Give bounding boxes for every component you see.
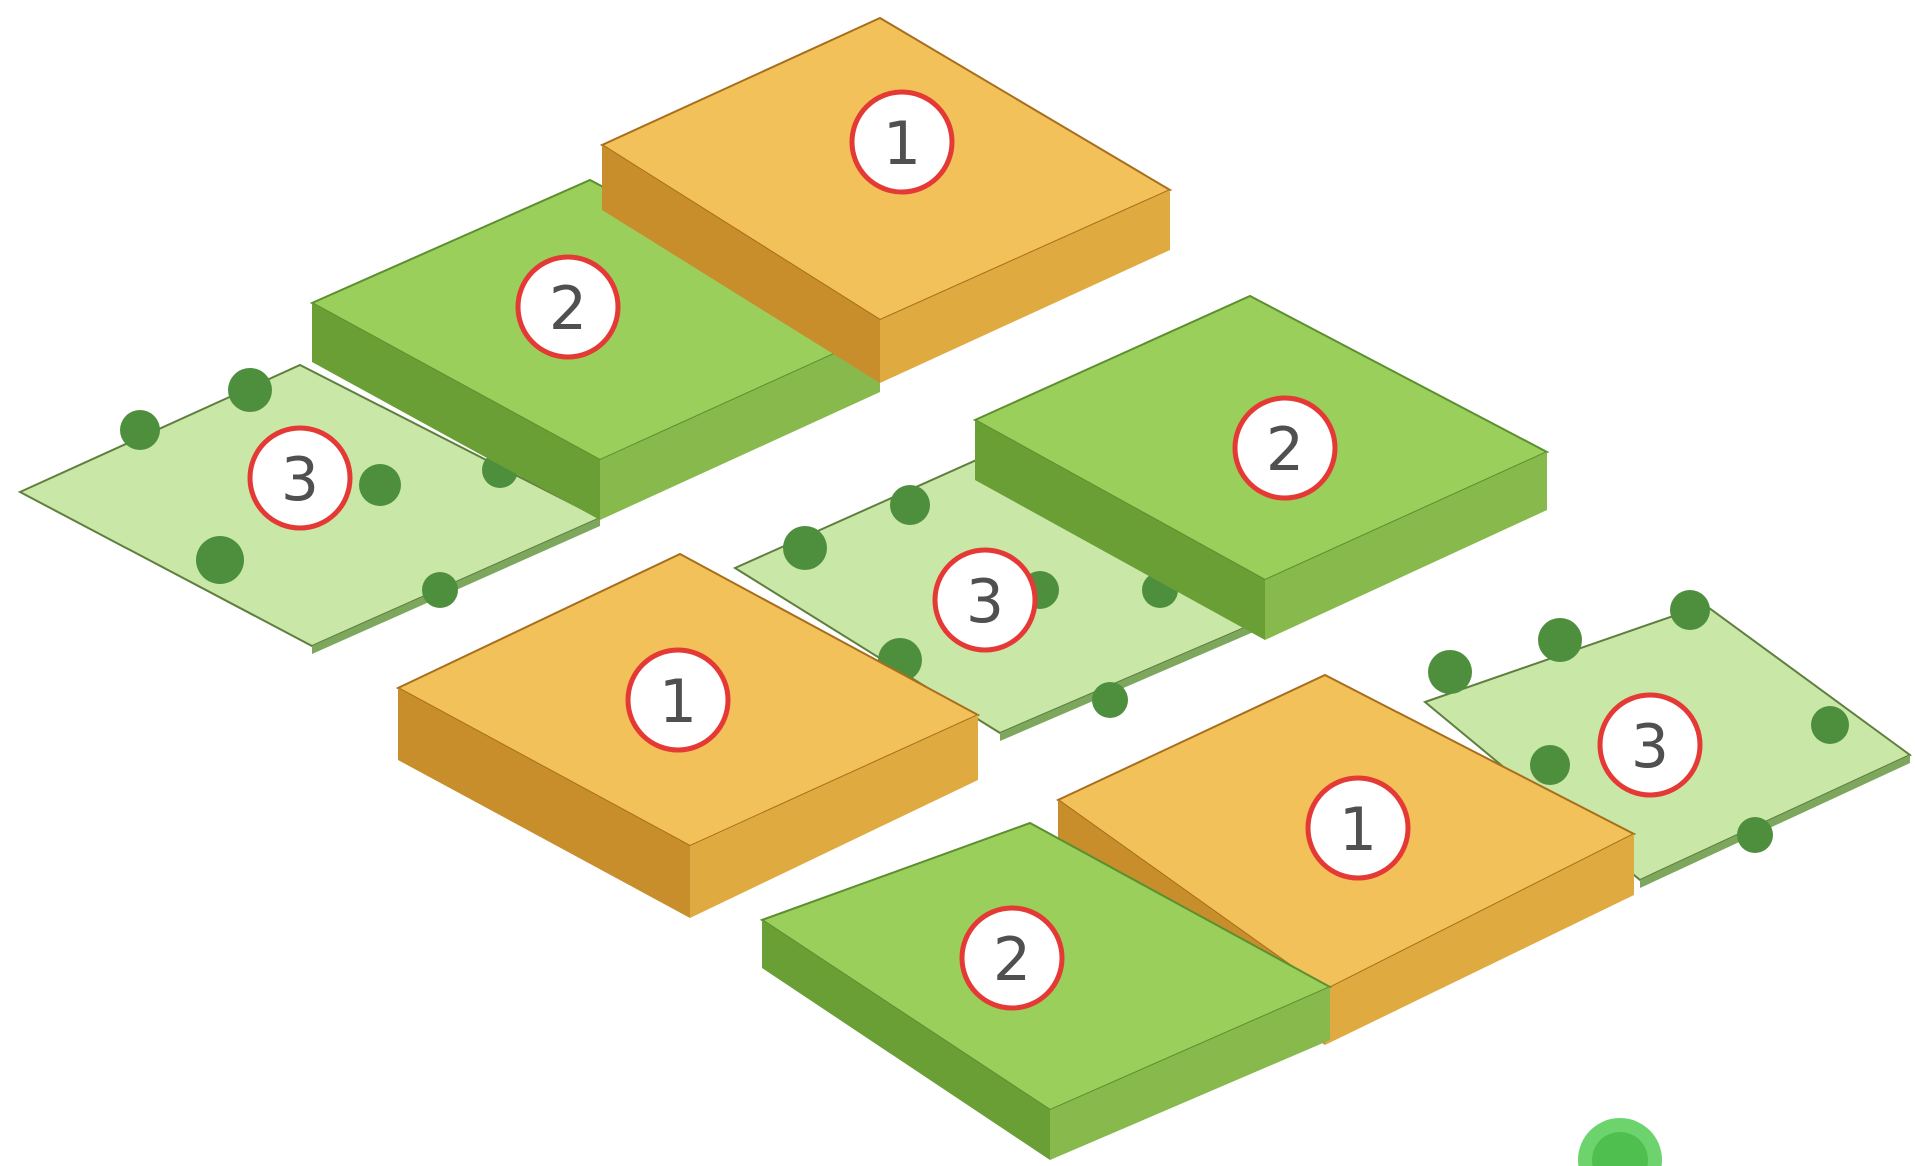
bush-icon [1670,590,1710,630]
bush-icon [1092,682,1128,718]
bush-icon [890,485,930,525]
bush-icon [196,536,244,584]
bush-icon [1428,650,1472,694]
plot-number-label: 3 [281,445,319,515]
plot-number-badge: 2 [518,257,618,357]
bush-icon [783,526,827,570]
plot-number-label: 3 [1631,712,1669,782]
bush-icon [422,572,458,608]
bush-icon [120,410,160,450]
plot-number-label: 1 [659,667,697,737]
bush-icon [1530,745,1570,785]
plot-number-label: 2 [993,925,1031,995]
plot-number-label: 3 [966,567,1004,637]
plot-number-badge: 2 [1235,398,1335,498]
plot-number-label: 1 [1339,795,1377,865]
plot-number-badge: 1 [1308,778,1408,878]
plot-number-badge: 1 [628,650,728,750]
bush-icon [1811,706,1849,744]
plot-number-badge: 3 [250,428,350,528]
bush-icon [1538,618,1582,662]
plot-number-badge: 3 [935,550,1035,650]
plot-number-label: 1 [883,109,921,179]
bush-icon [359,464,401,506]
plot-number-badge: 1 [852,92,952,192]
plot-number-label: 2 [549,274,587,344]
plot-number-badge: 2 [962,908,1062,1008]
plot-number-badge: 3 [1600,695,1700,795]
bush-icon [228,368,272,412]
bush-icon [1737,817,1773,853]
plot-number-label: 2 [1266,415,1304,485]
